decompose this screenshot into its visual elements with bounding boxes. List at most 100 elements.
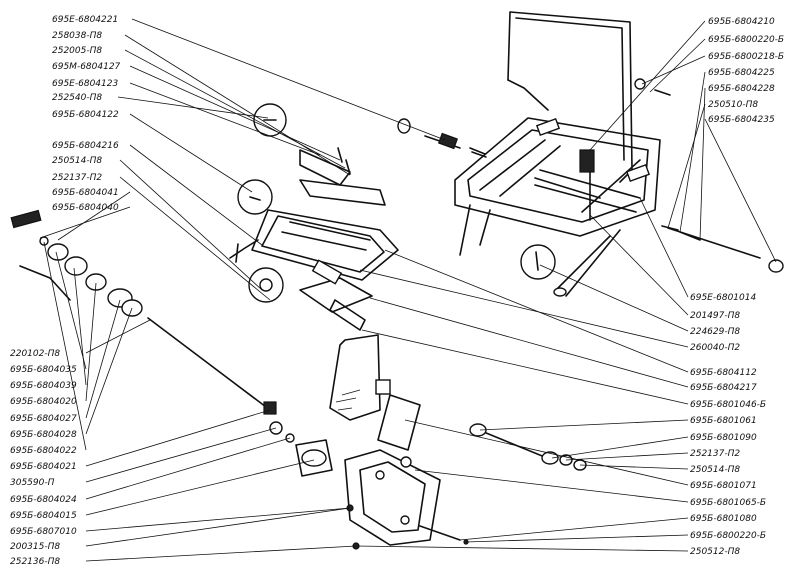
leader-line xyxy=(119,159,263,291)
leader-line xyxy=(55,251,87,370)
leader-line xyxy=(359,269,689,348)
leader-line xyxy=(539,264,689,332)
part-label: 695Б-6801065-Б xyxy=(690,498,766,508)
part-label: 695Б-6804020 xyxy=(10,397,77,407)
leader-line xyxy=(124,34,351,176)
part-label: 220102-П8 xyxy=(10,349,60,359)
leader-line xyxy=(129,113,253,193)
leader-line xyxy=(649,38,706,93)
leader-line xyxy=(85,437,291,500)
part-label: 695Б-6804028 xyxy=(10,430,77,440)
leader-line xyxy=(679,71,706,233)
part-label: 695Б-6807010 xyxy=(10,527,77,537)
part-label: 695Б-6804217 xyxy=(690,383,757,393)
part-label: 695Б-6804122 xyxy=(52,110,119,120)
leader-line xyxy=(73,267,87,386)
part-label: 695Б-6804235 xyxy=(708,115,775,125)
leader-line xyxy=(414,469,689,503)
part-label: 252005-П8 xyxy=(52,46,102,56)
part-label: 695Б-6800218-Б xyxy=(708,52,784,62)
part-label: 695Б-6804225 xyxy=(708,68,775,78)
part-label: 695Б-6800220-Б xyxy=(708,35,784,45)
leader-line xyxy=(43,241,87,451)
part-label: 200315-П8 xyxy=(10,542,60,552)
part-label: 695Е-6804123 xyxy=(52,79,118,89)
leader-line xyxy=(479,419,689,431)
part-label: 695Б-6804041 xyxy=(52,188,119,198)
part-label: 695Б-6800220-Б xyxy=(690,531,766,541)
leader-line xyxy=(85,307,133,435)
leader-line xyxy=(459,517,689,541)
leader-line xyxy=(361,329,689,405)
leader-line xyxy=(565,452,689,461)
part-label: 695Б-6804112 xyxy=(690,368,757,378)
leader-line xyxy=(589,214,689,316)
leader-line xyxy=(57,191,131,241)
part-label: 695Б-6801071 xyxy=(690,481,757,491)
labels-left-group: 695Е-6804221 258038-П8 252005-П8 695М-68… xyxy=(10,15,121,567)
leader-line xyxy=(355,545,689,552)
leader-line xyxy=(129,82,321,156)
part-label: 252137-П2 xyxy=(52,173,102,183)
leader-line xyxy=(465,534,689,543)
part-label: 252137-П2 xyxy=(690,449,740,459)
leader-line xyxy=(369,297,689,388)
leader-line xyxy=(589,20,706,151)
leader-line xyxy=(641,55,706,85)
part-label: 695Б-6804024 xyxy=(10,495,77,505)
part-label: 252136-П8 xyxy=(10,557,60,567)
part-label: 695Б-6804210 xyxy=(708,17,775,27)
upper-hinge-parts-drawing xyxy=(237,103,487,215)
leader-line xyxy=(85,299,121,419)
part-label: 695Б-6801046-Б xyxy=(690,400,766,410)
part-label: 695Б-6804021 xyxy=(10,462,77,472)
leader-line xyxy=(129,144,263,246)
part-label: 695Б-6801090 xyxy=(690,433,757,443)
leader-line xyxy=(384,249,689,373)
part-label: 695М-6804127 xyxy=(52,62,121,72)
part-label: 695Б-6801061 xyxy=(690,416,757,426)
leader-line xyxy=(85,409,271,467)
part-label: 695Б-6801080 xyxy=(690,514,757,524)
leader-line xyxy=(579,464,689,470)
part-label: 250512-П8 xyxy=(690,547,740,557)
leader-line xyxy=(85,282,97,402)
leader-line xyxy=(667,103,706,229)
hinge-mechanism-drawing xyxy=(229,209,421,451)
top-right-fastener-drawing xyxy=(634,78,784,273)
leader-line xyxy=(639,197,689,298)
leader-line xyxy=(85,319,151,354)
part-label: 224629-П8 xyxy=(690,327,740,337)
part-label: 305590-П xyxy=(10,478,55,488)
part-label: 695Б-6804039 xyxy=(10,381,77,391)
detail-callout-circle xyxy=(520,244,556,280)
part-label: 695Б-6804022 xyxy=(10,446,77,456)
leader-line xyxy=(699,87,706,241)
part-label: 695Б-6804015 xyxy=(10,511,77,521)
leader-line xyxy=(124,49,346,169)
leader-line xyxy=(119,176,271,301)
part-label: 695Е-6804221 xyxy=(52,15,118,25)
part-label: 695Б-6804216 xyxy=(52,141,119,151)
part-label: 260040-П2 xyxy=(690,343,740,353)
part-label: 201497-П8 xyxy=(690,311,740,321)
part-label: 252540-П8 xyxy=(52,93,102,103)
part-label: 695Б-6804027 xyxy=(10,414,77,424)
leader-lines xyxy=(39,18,777,562)
bottom-bracket-drawing xyxy=(344,423,587,550)
leader-line xyxy=(85,545,357,562)
part-label: 695Е-6801014 xyxy=(690,293,756,303)
leader-line xyxy=(85,507,351,547)
seat-frame-drawing xyxy=(454,11,661,297)
leader-line xyxy=(85,459,315,516)
leader-line xyxy=(117,96,269,119)
leader-line xyxy=(39,206,131,239)
leader-line xyxy=(704,118,777,263)
part-label: 695Б-6804035 xyxy=(10,365,77,375)
part-label: 250514-П8 xyxy=(690,465,740,475)
leader-line xyxy=(551,436,689,459)
part-label: 695Б-6804040 xyxy=(52,203,119,213)
part-label: 258038-П8 xyxy=(52,31,102,41)
labels-right-bottom-group: 695Е-6801014 201497-П8 224629-П8 260040-… xyxy=(690,293,766,557)
